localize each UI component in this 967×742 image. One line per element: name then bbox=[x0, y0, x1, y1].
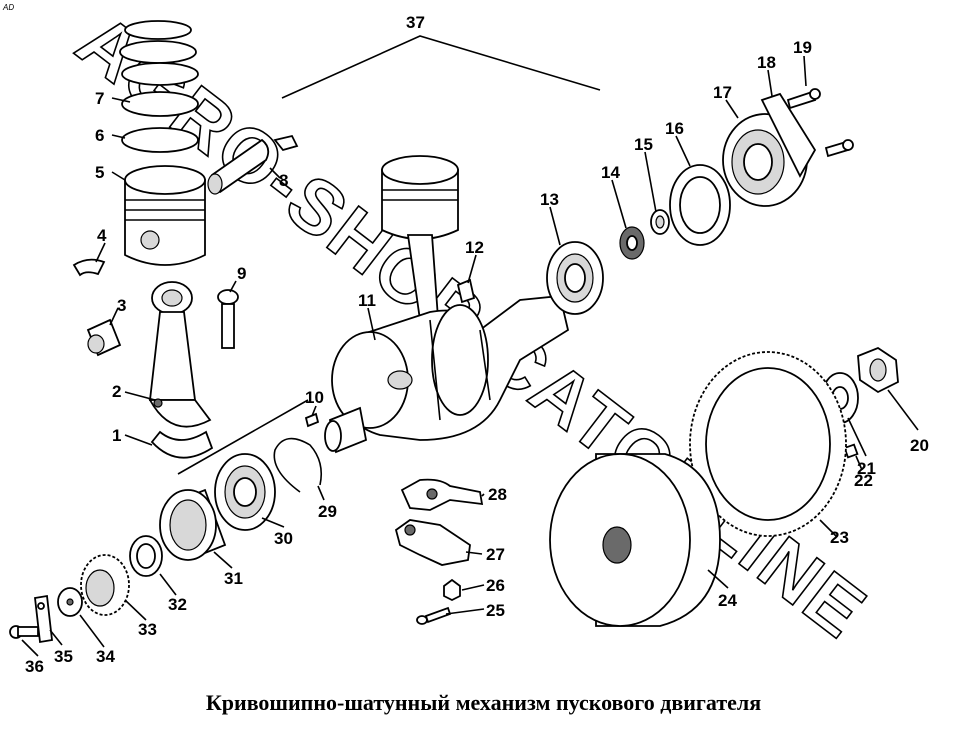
callout-13: 13 bbox=[540, 190, 559, 209]
callout-8: 8 bbox=[279, 171, 288, 190]
thrust-ring bbox=[129, 535, 163, 577]
main-bearing-right bbox=[546, 241, 604, 315]
corner-mark: AD bbox=[2, 3, 14, 12]
pin-lock bbox=[72, 258, 106, 277]
callout-23: 23 bbox=[830, 528, 849, 547]
gasket bbox=[669, 164, 731, 246]
rod-bolt bbox=[217, 289, 239, 349]
drive-gear bbox=[80, 554, 130, 616]
callout-4: 4 bbox=[97, 226, 107, 245]
housing-bolts bbox=[786, 88, 854, 158]
callout-32: 32 bbox=[168, 595, 187, 614]
callout-10: 10 bbox=[305, 388, 324, 407]
assembly-bracket bbox=[281, 35, 601, 99]
callout-34: 34 bbox=[96, 647, 115, 666]
callout-25: 25 bbox=[486, 601, 505, 620]
callout-11: 11 bbox=[358, 291, 376, 310]
callout-33: 33 bbox=[138, 620, 157, 639]
cap-bolt bbox=[416, 606, 452, 625]
bearing-cap-lower bbox=[394, 519, 471, 566]
diagram-caption: Кривошипно-шатунный механизм пускового д… bbox=[205, 690, 762, 715]
callout-5: 5 bbox=[95, 163, 104, 182]
callout-9: 9 bbox=[237, 264, 246, 283]
callout-35: 35 bbox=[54, 647, 73, 666]
gear-bolt bbox=[9, 625, 39, 639]
callout-29: 29 bbox=[318, 502, 337, 521]
callout-24: 24 bbox=[718, 591, 737, 610]
callout-30: 30 bbox=[274, 529, 293, 548]
callout-31: 31 bbox=[224, 569, 243, 588]
callout-22: 22 bbox=[854, 471, 873, 490]
callout-6: 6 bbox=[95, 126, 104, 145]
callout-20: 20 bbox=[910, 436, 929, 455]
small-gear bbox=[619, 226, 645, 260]
bearing-housing bbox=[722, 92, 817, 207]
callout-26: 26 bbox=[486, 576, 505, 595]
ring-gear bbox=[689, 351, 847, 537]
callout-17: 17 bbox=[713, 83, 732, 102]
roller-bearing bbox=[159, 488, 227, 561]
callout-12: 12 bbox=[465, 238, 484, 257]
piston bbox=[124, 165, 206, 266]
crankshaft bbox=[324, 295, 570, 454]
callout-1: 1 bbox=[112, 426, 121, 445]
callout-28: 28 bbox=[488, 485, 507, 504]
callout-3: 3 bbox=[117, 296, 126, 315]
callout-15: 15 bbox=[634, 135, 653, 154]
snap-ring bbox=[273, 437, 323, 493]
assembled-piston bbox=[381, 155, 459, 321]
flywheel-nut bbox=[857, 346, 899, 394]
callout-2: 2 bbox=[112, 382, 121, 401]
plug bbox=[456, 278, 476, 304]
gear-washer bbox=[57, 587, 83, 617]
spacer-ring bbox=[650, 209, 670, 235]
main-bearing-left bbox=[214, 453, 276, 531]
bearing-cap-upper bbox=[400, 478, 484, 511]
callout-21: 21 bbox=[857, 459, 876, 478]
flywheel bbox=[549, 453, 721, 627]
piston-rings bbox=[119, 20, 199, 153]
callout-19: 19 bbox=[793, 38, 812, 57]
callout-14: 14 bbox=[601, 163, 620, 182]
cap-nut bbox=[443, 578, 461, 602]
callout-numbers: 1 2 3 4 5 6 7 8 9 10 11 12 13 14 15 16 1… bbox=[25, 13, 929, 676]
callout-16: 16 bbox=[665, 119, 684, 138]
callout-18: 18 bbox=[757, 53, 776, 72]
piston-pin bbox=[207, 134, 299, 195]
callout-7: 7 bbox=[95, 89, 104, 108]
callout-36: 36 bbox=[25, 657, 44, 676]
connecting-rod bbox=[148, 281, 214, 459]
leader-lines bbox=[21, 55, 919, 657]
callout-27: 27 bbox=[486, 545, 505, 564]
small-end-bushing bbox=[86, 318, 122, 357]
callout-37: 37 bbox=[406, 13, 425, 32]
